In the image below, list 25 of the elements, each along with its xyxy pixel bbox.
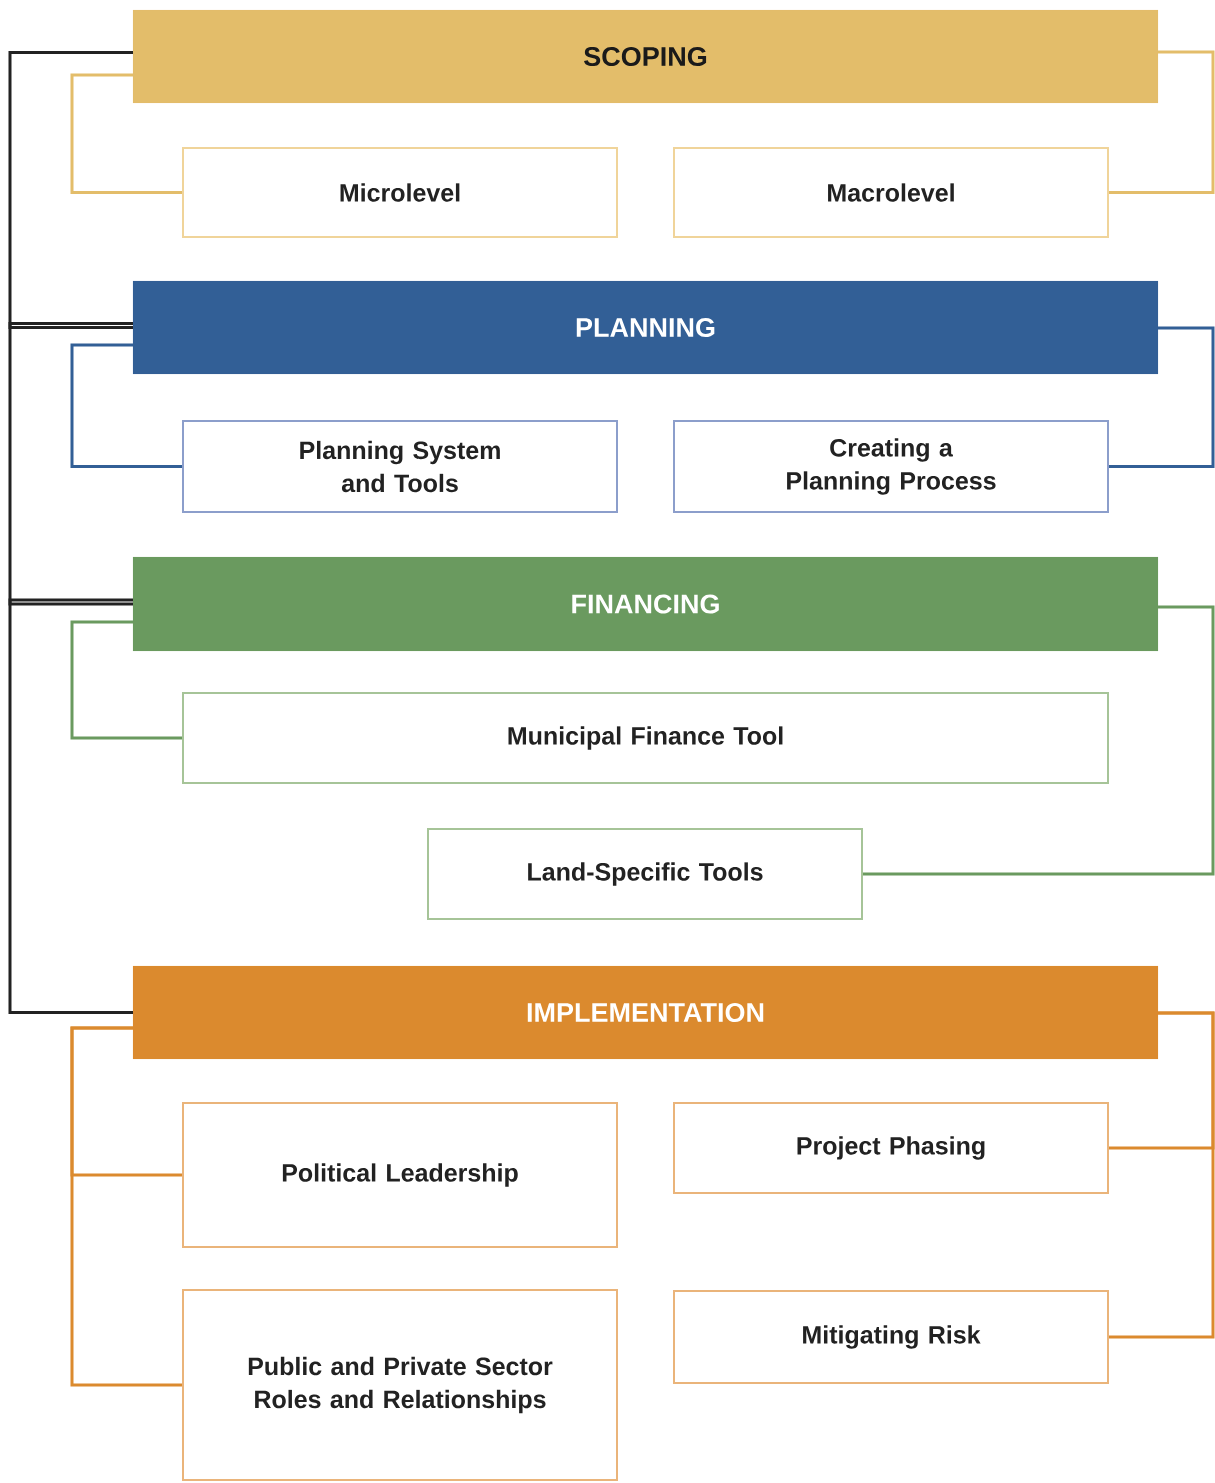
- connector-line: [70, 73, 182, 194]
- topic-box: Creating a Planning Process: [673, 420, 1109, 513]
- topic-box: Microlevel: [182, 147, 618, 238]
- topic-box: Planning System and Tools: [182, 420, 618, 513]
- topic-box: Mitigating Risk: [673, 1290, 1109, 1384]
- connector-line: [1109, 326, 1215, 468]
- connector-line: [8, 51, 133, 329]
- topic-box: Macrolevel: [673, 147, 1109, 238]
- connector-line: [863, 605, 1215, 876]
- topic-box: Political Leadership: [182, 1102, 618, 1248]
- section-header: FINANCING: [132, 556, 1159, 652]
- connector-line: [70, 343, 182, 468]
- connector-line: [8, 598, 133, 1014]
- connector-line: [8, 322, 133, 606]
- topic-box: Municipal Finance Tool: [182, 692, 1109, 784]
- section-header: PLANNING: [132, 280, 1159, 375]
- connector-line: [70, 1026, 182, 1387]
- connector-line: [1109, 1011, 1215, 1339]
- topic-box: Project Phasing: [673, 1102, 1109, 1194]
- connector-line: [1109, 50, 1215, 194]
- section-header: SCOPING: [132, 9, 1159, 104]
- topic-box: Public and Private Sector Roles and Relationships: [182, 1289, 618, 1481]
- connector-line: [70, 620, 182, 740]
- section-header: IMPLEMENTATION: [132, 965, 1159, 1060]
- topic-box: Land-Specific Tools: [427, 828, 863, 920]
